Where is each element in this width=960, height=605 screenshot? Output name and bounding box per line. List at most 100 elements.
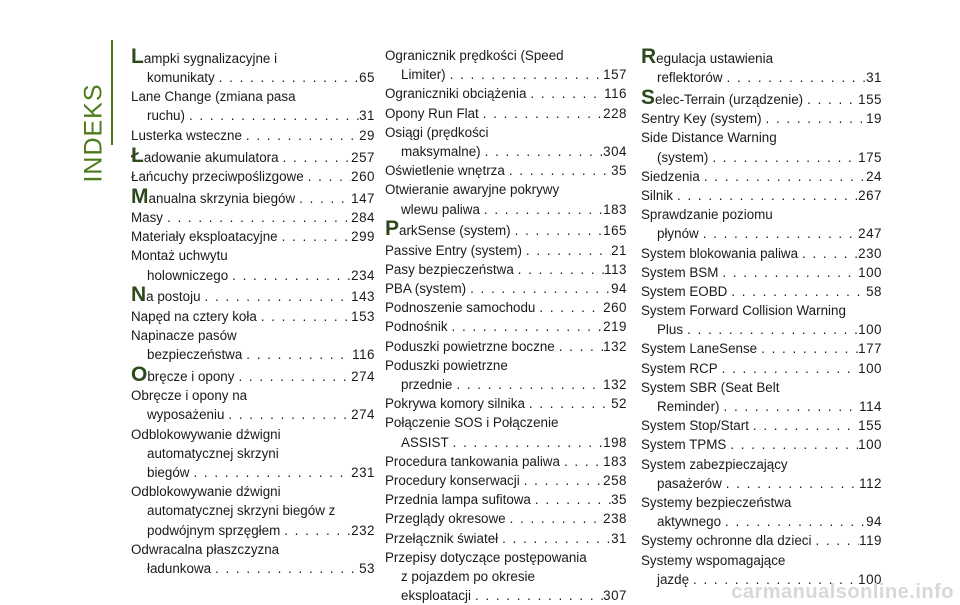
dot-leader <box>535 298 603 317</box>
index-entry-page: 228 <box>603 105 627 121</box>
index-entry[interactable]: Lusterka wsteczne29 <box>131 126 375 145</box>
index-entry[interactable]: Pokrywa komory silnika52 <box>385 394 627 413</box>
index-entry[interactable]: Poduszki powietrzneprzednie132 <box>385 356 627 394</box>
index-entry[interactable]: Selec-Terrain (urządzenie)155 <box>641 87 882 109</box>
index-entry-term: Połączenie SOS i Połączenie <box>385 415 559 431</box>
index-entry-term: System EOBD <box>641 283 728 299</box>
index-entry[interactable]: Podnoszenie samochodu260 <box>385 298 627 317</box>
index-entry[interactable]: Masy284 <box>131 208 375 227</box>
section-initial-letter: M <box>131 184 149 208</box>
index-entry-term: eksploatacji <box>401 588 471 604</box>
index-entry-term: Masy <box>131 209 163 225</box>
index-entry[interactable]: Napinacze pasówbezpieczeństwa116 <box>131 326 375 364</box>
index-entry-term: Poduszki powietrzne boczne <box>385 338 555 354</box>
index-entry[interactable]: Ładowanie akumulatora257 <box>131 145 375 167</box>
index-entry[interactable]: Opony Run Flat228 <box>385 104 627 123</box>
index-entry-line: Przełącznik świateł31 <box>385 529 627 548</box>
index-entry[interactable]: PBA (system)94 <box>385 279 627 298</box>
index-entry[interactable]: System blokowania paliwa230 <box>641 244 882 263</box>
index-entry[interactable]: Obręcze i opony nawyposażeniu274 <box>131 386 375 424</box>
index-entry[interactable]: Połączenie SOS i PołączenieASSIST198 <box>385 413 627 451</box>
index-entry-term: ruchu) <box>147 108 185 124</box>
index-entry-line: Lane Change (zmiana pasa <box>131 87 375 106</box>
index-entry[interactable]: Systemy bezpieczeństwaaktywnego94 <box>641 493 882 531</box>
index-entry-line: bezpieczeństwa116 <box>131 345 375 364</box>
index-entry[interactable]: Pasy bezpieczeństwa113 <box>385 260 627 279</box>
index-entry[interactable]: Odwracalna płaszczyznaładunkowa53 <box>131 540 375 578</box>
index-entry-line: Napęd na cztery koła153 <box>131 307 375 326</box>
index-entry-term: ASSIST <box>401 434 449 450</box>
index-entry-text: Otwieranie awaryjne pokrywy <box>385 180 559 199</box>
index-entry[interactable]: ParkSense (system)165 <box>385 218 627 241</box>
index-entry-page: 219 <box>603 319 627 335</box>
index-entry[interactable]: Lampki sygnalizacyjne ikomunikaty65 <box>131 46 375 87</box>
index-entry[interactable]: System LaneSense177 <box>641 339 882 358</box>
index-entry[interactable]: Materiały eksploatacyjne299 <box>131 227 375 246</box>
dot-leader <box>279 148 352 167</box>
index-entry[interactable]: Side Distance Warning(system)175 <box>641 128 882 166</box>
dot-leader <box>683 320 858 339</box>
index-entry[interactable]: Oświetlenie wnętrza35 <box>385 161 627 180</box>
index-entry-term: Podnoszenie samochodu <box>385 300 536 316</box>
index-entry[interactable]: Procedury konserwacji258 <box>385 471 627 490</box>
index-entry-term: Przednia lampa sufitowa <box>385 492 531 508</box>
index-entry-term: Materiały eksploatacyjne <box>131 229 278 245</box>
dot-leader <box>278 227 352 246</box>
index-entry[interactable]: Regulacja ustawieniareflektorów31 <box>641 46 882 87</box>
index-entry[interactable]: Łańcuchy przeciwpoślizgowe260 <box>131 167 375 186</box>
index-entry[interactable]: Napęd na cztery koła153 <box>131 307 375 326</box>
index-entry-line: pasażerów112 <box>641 474 882 493</box>
index-entry-line: Otwieranie awaryjne pokrywy <box>385 180 627 199</box>
index-entry-line: System blokowania paliwa230 <box>641 244 882 263</box>
index-entry[interactable]: Procedura tankowania paliwa183 <box>385 452 627 471</box>
index-entry[interactable]: System TPMS100 <box>641 435 882 454</box>
index-entry-term: Limiter) <box>401 67 446 83</box>
index-entry-term: System BSM <box>641 264 719 280</box>
index-entry-line: Manualna skrzynia biegów147 <box>131 186 375 208</box>
index-entry-term: biegów <box>147 465 190 480</box>
index-entry[interactable]: Siedzenia24 <box>641 167 882 186</box>
index-entry-text: jazdę <box>657 570 689 589</box>
index-entry[interactable]: Na postoju143 <box>131 284 375 307</box>
index-entry[interactable]: System RCP100 <box>641 359 882 378</box>
index-entry[interactable]: Montaż uchwytuholowniczego234 <box>131 246 375 284</box>
index-entry[interactable]: Ograniczniki obciążenia116 <box>385 84 627 103</box>
index-entry[interactable]: Silnik267 <box>641 186 882 205</box>
index-entry[interactable]: Sprawdzanie poziomupłynów247 <box>641 205 882 243</box>
index-entry[interactable]: System Stop/Start155 <box>641 416 882 435</box>
index-entry[interactable]: Przeglądy okresowe238 <box>385 509 627 528</box>
index-entry[interactable]: System zabezpieczającypasażerów112 <box>641 455 882 493</box>
index-entry-text: System RCP <box>641 359 718 378</box>
index-entry[interactable]: System BSM100 <box>641 263 882 282</box>
index-entry[interactable]: Przednia lampa sufitowa35 <box>385 490 627 509</box>
index-entry-line: Procedury konserwacji258 <box>385 471 627 490</box>
dot-leader <box>727 282 866 301</box>
index-entry-line: Lusterka wsteczne29 <box>131 126 375 145</box>
index-entry[interactable]: Manualna skrzynia biegów147 <box>131 186 375 208</box>
index-entry-text: (system) <box>657 148 708 167</box>
index-entry[interactable]: System EOBD58 <box>641 282 882 301</box>
index-entry-line: komunikaty65 <box>131 68 375 87</box>
index-entry-page: 247 <box>858 226 882 242</box>
dot-leader <box>481 142 604 161</box>
dot-leader <box>721 512 866 531</box>
index-entry[interactable]: Przełącznik świateł31 <box>385 529 627 548</box>
index-entry[interactable]: Podnośnik219 <box>385 317 627 336</box>
index-entry[interactable]: Systemy ochronne dla dzieci119 <box>641 531 882 550</box>
index-entry-page: 307 <box>603 588 627 604</box>
index-entry[interactable]: System Forward Collision WarningPlus100 <box>641 301 882 339</box>
index-entry[interactable]: Systemy wspomagającejazdę100 <box>641 551 882 589</box>
index-entry-line: (system)175 <box>641 148 882 167</box>
index-entry[interactable]: Obręcze i opony274 <box>131 364 375 386</box>
index-entry[interactable]: Poduszki powietrzne boczne132 <box>385 337 627 356</box>
index-entry[interactable]: Sentry Key (system)19 <box>641 109 882 128</box>
index-entry[interactable]: Passive Entry (system)21 <box>385 241 627 260</box>
